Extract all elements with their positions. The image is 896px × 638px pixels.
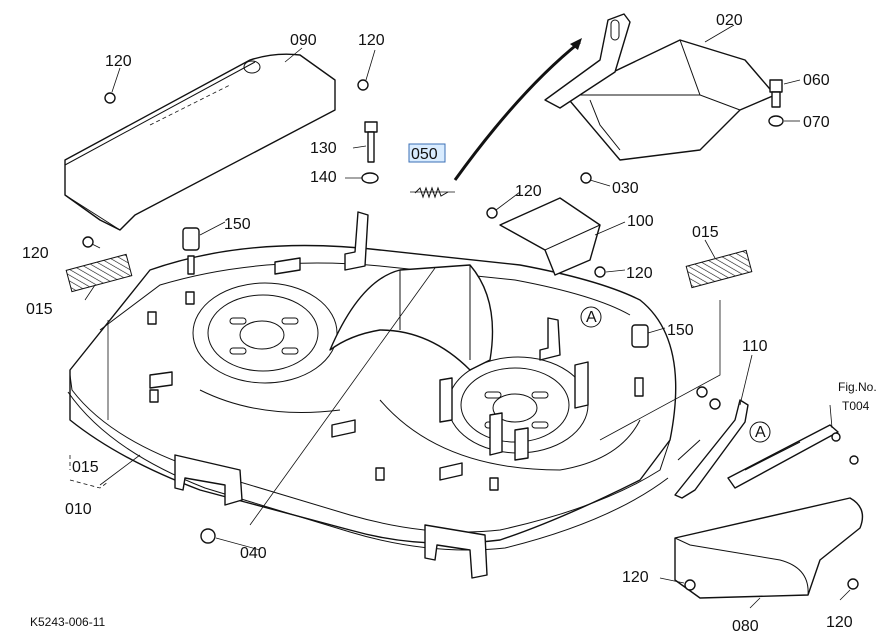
label-015: 015 <box>26 301 53 318</box>
ref-a-circle-1 <box>580 306 602 328</box>
label-ref-a: A <box>586 309 597 326</box>
label-120: 120 <box>358 32 385 49</box>
label-150: 150 <box>667 322 694 339</box>
decal-015-left <box>65 253 133 293</box>
label-120: 120 <box>105 53 132 70</box>
mower-deck <box>67 211 677 579</box>
guard-020 <box>544 13 776 161</box>
label-130: 130 <box>310 140 337 157</box>
bracket-110 <box>674 399 749 499</box>
label-120: 120 <box>826 614 853 631</box>
label-100: 100 <box>627 213 654 230</box>
part-labels: 090 120 120 120 120 120 120 120 130 140 … <box>22 12 877 635</box>
label-060: 060 <box>803 72 830 89</box>
label-120: 120 <box>22 245 49 262</box>
cover-100 <box>499 197 601 276</box>
label-120: 120 <box>626 265 653 282</box>
label-015: 015 <box>72 459 99 476</box>
cover-090 <box>64 53 336 231</box>
label-150: 150 <box>224 216 251 233</box>
label-110: 110 <box>742 338 768 355</box>
label-080: 080 <box>732 618 759 635</box>
label-120: 120 <box>515 183 542 200</box>
leader-lines <box>84 24 851 609</box>
label-040: 040 <box>240 545 267 562</box>
label-015: 015 <box>692 224 719 241</box>
cover-080 <box>674 497 864 599</box>
label-140: 140 <box>310 169 337 186</box>
spring-050 <box>414 186 449 199</box>
label-090: 090 <box>290 32 317 49</box>
bolts <box>82 79 859 591</box>
drawing-code: K5243-006-11 <box>30 615 105 629</box>
label-020: 020 <box>716 12 743 29</box>
blade <box>727 424 839 489</box>
fig-no-value: T004 <box>842 399 870 413</box>
label-070: 070 <box>803 114 830 131</box>
assembly-arrow <box>453 40 581 181</box>
label-ref-a: A <box>755 424 766 441</box>
highlight-050 <box>408 143 446 163</box>
label-050: 050 <box>411 146 438 163</box>
ref-a-circle-2 <box>749 421 771 443</box>
label-010: 010 <box>65 501 92 518</box>
decal-015-right <box>685 249 753 289</box>
label-120: 120 <box>622 569 649 586</box>
label-030: 030 <box>612 180 639 197</box>
fig-no-label: Fig.No. <box>838 380 877 394</box>
